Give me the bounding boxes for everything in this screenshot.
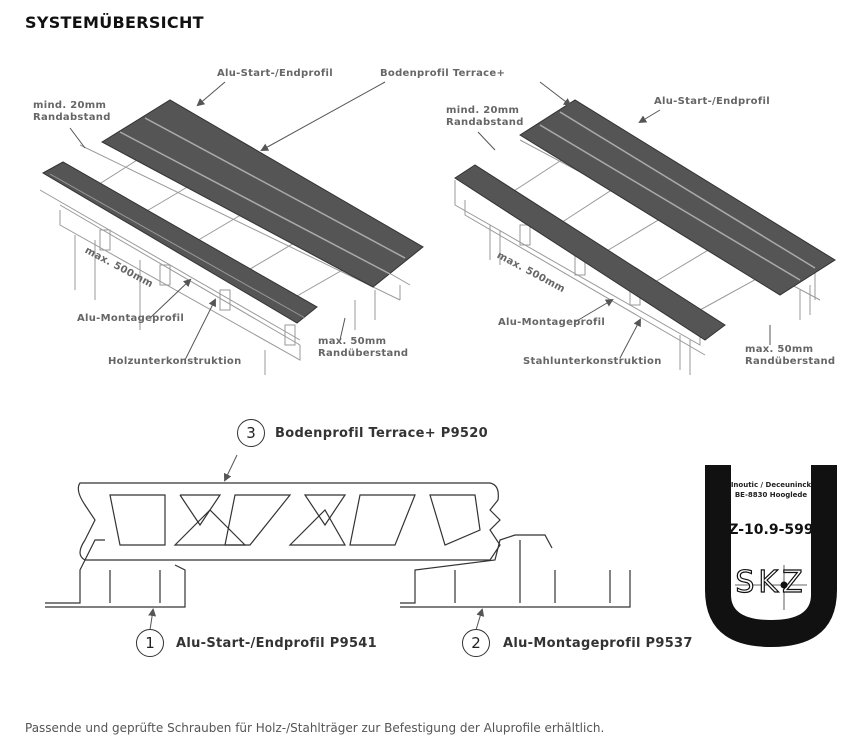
right-label-montage: Alu-Montageprofil: [498, 317, 606, 328]
callout-label-start-end: Alu-Start-/Endprofil P9541: [176, 636, 377, 651]
certificate-number: Z-10.9-599: [728, 522, 814, 538]
left-label-min-gap-2: Randabstand: [33, 112, 111, 123]
left-label-min-gap-1: mind. 20mm: [33, 100, 107, 111]
left-montageprofil: [41, 161, 318, 324]
left-label-montage: Alu-Montageprofil: [77, 313, 185, 324]
right-label-substructure: Stahlunterkonstruktion: [523, 356, 662, 367]
callout-number-3: 3: [237, 419, 265, 447]
callout-label-bodenprofil: Bodenprofil Terrace+ P9520: [275, 426, 488, 441]
page-title: SYSTEMÜBERSICHT: [25, 13, 204, 32]
left-label-overhang-2: Randüberstand: [318, 348, 409, 359]
certificate-line-2: BE-8830 Hooglede: [734, 491, 808, 499]
right-montageprofil: [454, 164, 726, 341]
cross-section-drawing: [45, 482, 631, 608]
right-label-overhang-2: Randüberstand: [745, 356, 836, 367]
left-label-bodenprofil: Bodenprofil Terrace+: [380, 68, 506, 79]
right-label-min-gap-2: Randabstand: [446, 117, 524, 128]
right-bodenprofil-board: [519, 99, 836, 296]
left-bodenprofil-board: [100, 99, 424, 288]
footer-note: Passende und geprüfte Schrauben für Holz…: [25, 721, 605, 735]
callout-number-1: 1: [136, 629, 164, 657]
left-label-overhang-1: max. 50mm: [318, 336, 387, 347]
callout-label-montage: Alu-Montageprofil P9537: [503, 636, 693, 651]
left-label-substructure: Holzunterkonstruktion: [108, 356, 242, 367]
right-label-min-gap-1: mind. 20mm: [446, 105, 520, 116]
right-label-start-end: Alu-Start-/Endprofil: [654, 96, 770, 107]
right-label-overhang-1: max. 50mm: [745, 344, 814, 355]
certificate-line-1: Inoutic / Deceuninck: [730, 481, 812, 489]
left-label-start-end: Alu-Start-/Endprofil: [217, 68, 333, 79]
callout-number-2: 2: [462, 629, 490, 657]
skz-mark: SKZ: [735, 564, 807, 600]
